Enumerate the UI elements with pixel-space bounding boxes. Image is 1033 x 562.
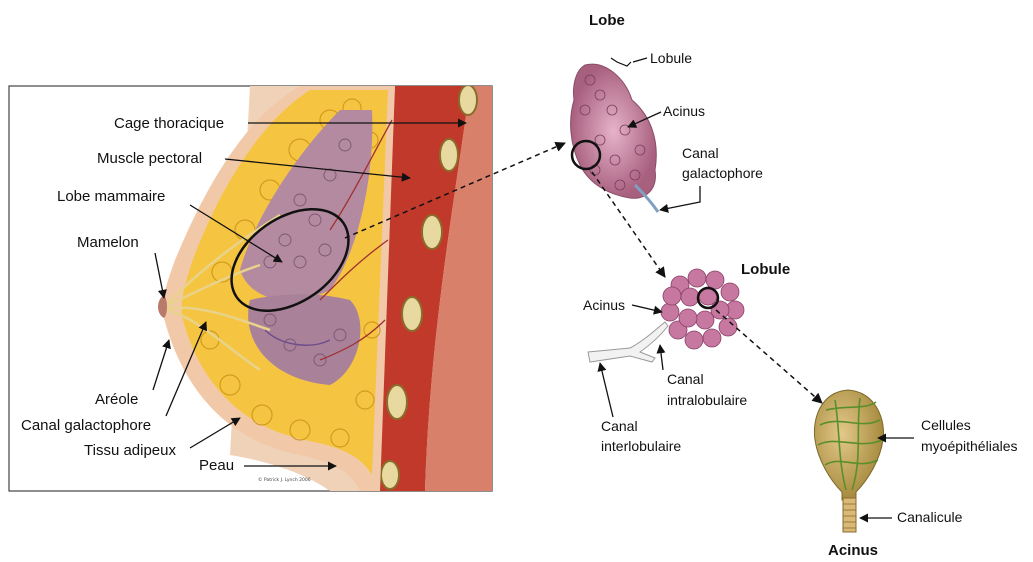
lobule-illustration bbox=[588, 269, 744, 362]
lobule-title: Lobule bbox=[741, 261, 790, 278]
acinus-detail: Cellules myoépithéliales Canalicule Acin… bbox=[814, 390, 1017, 559]
lobule-acinus-pointer bbox=[632, 305, 662, 312]
label-nipple: Mamelon bbox=[77, 234, 139, 251]
duct-pointer bbox=[660, 186, 700, 210]
label-myoepithelial-line1: Cellules bbox=[921, 417, 971, 433]
label-adipose-tissue: Tissu adipeux bbox=[84, 442, 176, 459]
label-rib-cage: Cage thoracique bbox=[114, 115, 224, 132]
label-lobe-duct-line1: Canal bbox=[682, 145, 719, 161]
intralobular-pointer bbox=[660, 345, 663, 370]
lobe-illustration bbox=[571, 58, 658, 212]
link-arrow-to-acinus bbox=[716, 310, 822, 403]
label-skin: Peau bbox=[199, 457, 234, 474]
interlobular-pointer bbox=[600, 363, 613, 417]
acinus-title: Acinus bbox=[828, 542, 878, 559]
label-canalicule: Canalicule bbox=[897, 509, 963, 525]
label-intralobular-line1: Canal bbox=[667, 371, 704, 387]
image-credit: © Patrick J. Lynch 2006 bbox=[258, 476, 311, 483]
label-lobule: Lobule bbox=[650, 50, 692, 66]
acinus-illustration bbox=[814, 390, 883, 532]
lobule-bracket bbox=[611, 58, 631, 66]
label-lobule-acinus: Acinus bbox=[583, 297, 625, 313]
canalicule-stem bbox=[843, 498, 856, 532]
label-myoepithelial-line2: myoépithéliales bbox=[921, 438, 1018, 454]
label-intralobular-line2: intralobulaire bbox=[667, 392, 747, 408]
label-lobe-duct-line2: galactophore bbox=[682, 165, 763, 181]
label-interlobular-line1: Canal bbox=[601, 418, 638, 434]
breast-cross-section-panel: © Patrick J. Lynch 2006 Cage thoracique … bbox=[9, 85, 492, 491]
label-milk-duct: Canal galactophore bbox=[21, 417, 151, 434]
label-pectoral-muscle: Muscle pectoral bbox=[97, 150, 202, 167]
lobe-title: Lobe bbox=[589, 12, 625, 29]
label-areola: Aréole bbox=[95, 391, 138, 408]
lobule-pointer bbox=[633, 58, 647, 62]
lobule-detail: Lobule Acinus Canal intralobulaire Canal… bbox=[583, 261, 790, 454]
label-lobe-acinus: Acinus bbox=[663, 103, 705, 119]
label-mammary-lobe: Lobe mammaire bbox=[57, 188, 165, 205]
label-interlobular-line2: interlobulaire bbox=[601, 438, 681, 454]
